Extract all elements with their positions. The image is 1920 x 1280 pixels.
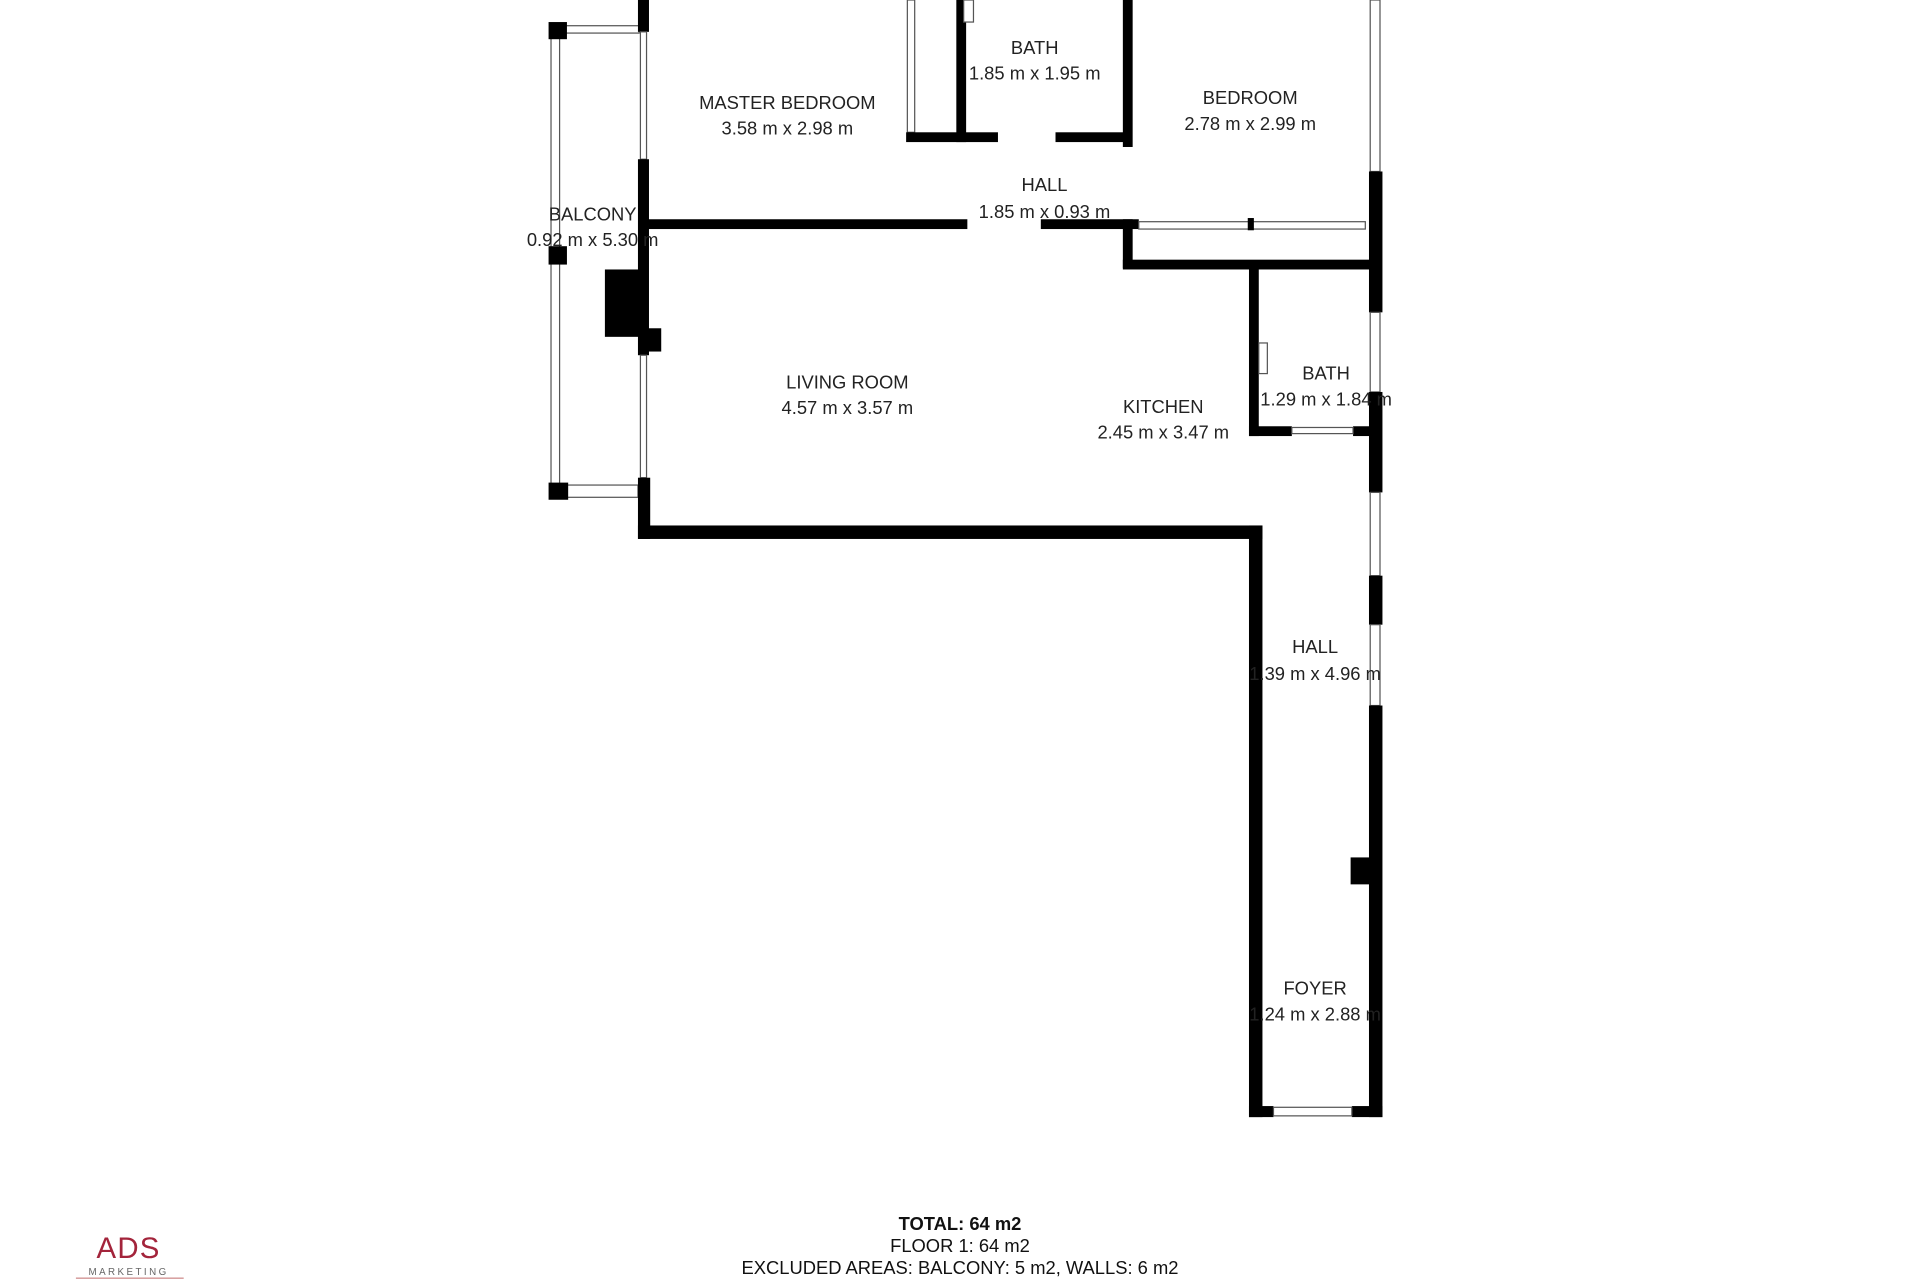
excluded-areas: EXCLUDED AREAS: BALCONY: 5 m2, WALLS: 6 … — [742, 1257, 1179, 1278]
balcony-window — [566, 484, 639, 498]
room-foyer: FOYER 1.24 m x 2.88 m — [1249, 978, 1381, 1025]
room-name: BEDROOM — [1203, 87, 1298, 108]
room-hall-2: HALL 1.39 m x 4.96 m — [1249, 636, 1381, 684]
room-name: HALL — [1292, 636, 1338, 657]
ads-marketing-logo: ADS MARKETING — [75, 1232, 184, 1279]
room-master-bedroom: MASTER BEDROOM 3.58 m x 2.98 m — [699, 92, 875, 139]
area-summary: TOTAL: 64 m2 FLOOR 1: 64 m2 EXCLUDED ARE… — [742, 1213, 1179, 1278]
room-name: MASTER BEDROOM — [699, 92, 875, 113]
walls — [548, 0, 1383, 1118]
room-hall-1: HALL 1.85 m x 0.93 m — [979, 174, 1111, 222]
logo-text: ADS — [97, 1232, 161, 1265]
room-size: 1.39 m x 4.96 m — [1249, 663, 1381, 684]
floor-area: FLOOR 1: 64 m2 — [890, 1235, 1030, 1256]
room-name: BATH — [1011, 37, 1059, 58]
room-size: 1.85 m x 0.93 m — [979, 201, 1111, 222]
room-size: 1.85 m x 1.95 m — [969, 63, 1101, 84]
room-balcony: BALCONY 0.92 m x 5.30 m — [527, 203, 659, 250]
room-bath-2: BATH 1.29 m x 1.84 m — [1260, 363, 1392, 410]
room-size: 1.29 m x 1.84 m — [1260, 388, 1392, 409]
room-size: 2.78 m x 2.99 m — [1184, 113, 1316, 134]
room-name: BATH — [1302, 363, 1350, 384]
room-size: 3.58 m x 2.98 m — [722, 118, 854, 139]
room-name: FOYER — [1283, 978, 1346, 999]
room-name: BALCONY — [549, 203, 637, 224]
room-size: 1.24 m x 2.88 m — [1249, 1003, 1381, 1024]
room-name: KITCHEN — [1123, 396, 1204, 417]
balcony-top-rail — [560, 25, 640, 34]
room-size: 2.45 m x 3.47 m — [1097, 422, 1229, 443]
room-name: LIVING ROOM — [786, 371, 908, 392]
room-name: HALL — [1022, 174, 1068, 195]
room-kitchen: KITCHEN 2.45 m x 3.47 m — [1097, 396, 1229, 443]
room-living-room: LIVING ROOM 4.57 m x 3.57 m — [782, 371, 914, 418]
room-bath-1: BATH 1.85 m x 1.95 m — [969, 37, 1101, 84]
room-bedroom: BEDROOM 2.78 m x 2.99 m — [1184, 87, 1316, 134]
room-labels: MASTER BEDROOM 3.58 m x 2.98 m BATH 1.85 m… — [527, 37, 1392, 1024]
room-size: 0.92 m x 5.30 m — [527, 229, 659, 250]
room-size: 4.57 m x 3.57 m — [782, 397, 914, 418]
logo-subtext: MARKETING — [88, 1267, 168, 1278]
total-area: TOTAL: 64 m2 — [899, 1213, 1022, 1234]
